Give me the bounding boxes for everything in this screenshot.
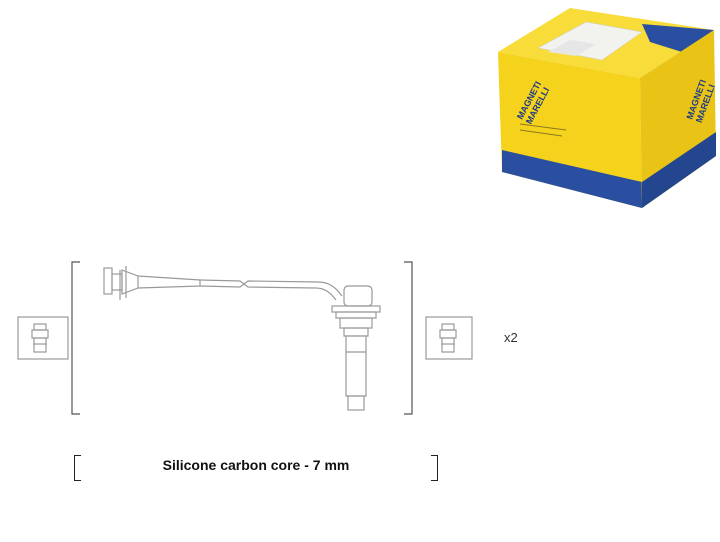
box-label-inner (548, 40, 596, 56)
product-box-image: MAGNETI MARELLI MAGNETI MARELLI (498, 8, 717, 208)
ignition-cable-diagram (17, 261, 473, 415)
spec-bracket-right (431, 455, 438, 481)
spec-bracket-left (74, 455, 81, 481)
right-connector-icon (439, 323, 457, 353)
left-connector-box (17, 316, 69, 360)
box-top-blue-stripe (642, 24, 714, 52)
box-small-print (519, 123, 567, 131)
box-small-print (519, 129, 563, 137)
spec-text: Silicone carbon core - 7 mm (162, 457, 350, 473)
left-connector-icon (31, 323, 49, 353)
box-right-blue-band (642, 132, 716, 208)
right-connector-box (425, 316, 473, 360)
left-cable-bracket (71, 261, 80, 415)
right-cable-bracket (404, 261, 413, 415)
quantity-label: x2 (504, 330, 518, 345)
cable-right-boot (331, 285, 381, 411)
cable-body-top (199, 279, 343, 297)
spec-caption: Silicone carbon core - 7 mm (74, 455, 438, 483)
cable-body-bottom (199, 283, 337, 301)
cable-left-boot (103, 266, 201, 300)
box-left-blue-band (502, 150, 642, 208)
